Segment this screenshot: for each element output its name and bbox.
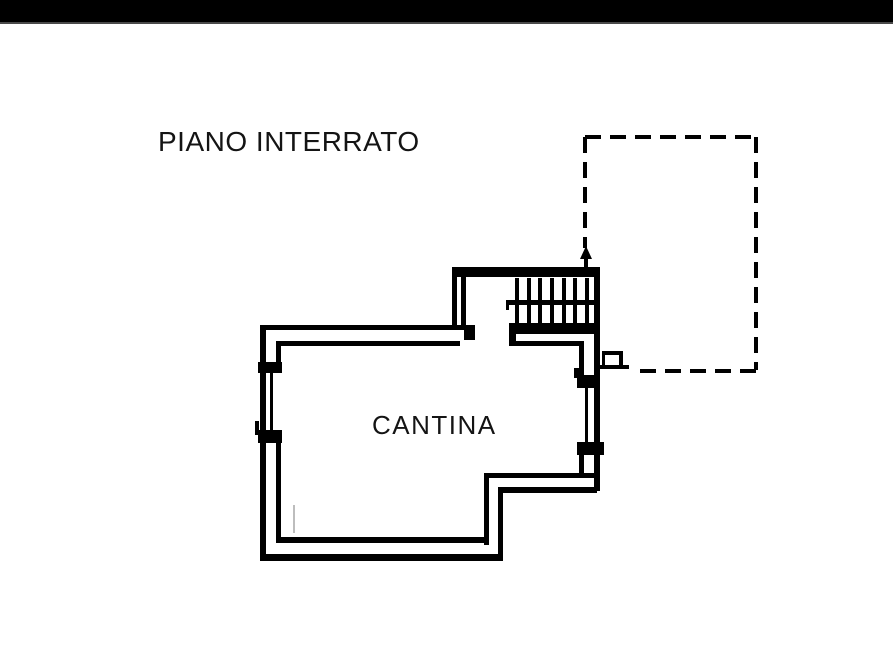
scan-artifact-line (293, 505, 295, 533)
room-label-cantina: CANTINA (372, 410, 497, 440)
dashed-upper-floor-outline (583, 135, 758, 373)
wall-recess-box (594, 351, 629, 369)
left-wall-window (255, 362, 282, 443)
staircase (452, 267, 600, 346)
top-letterbox-bar (0, 0, 893, 22)
right-wall-window (574, 368, 604, 455)
stair-direction-arrow (580, 246, 592, 268)
page-title: PIANO INTERRATO (158, 126, 420, 157)
top-bar-divider (0, 22, 893, 24)
